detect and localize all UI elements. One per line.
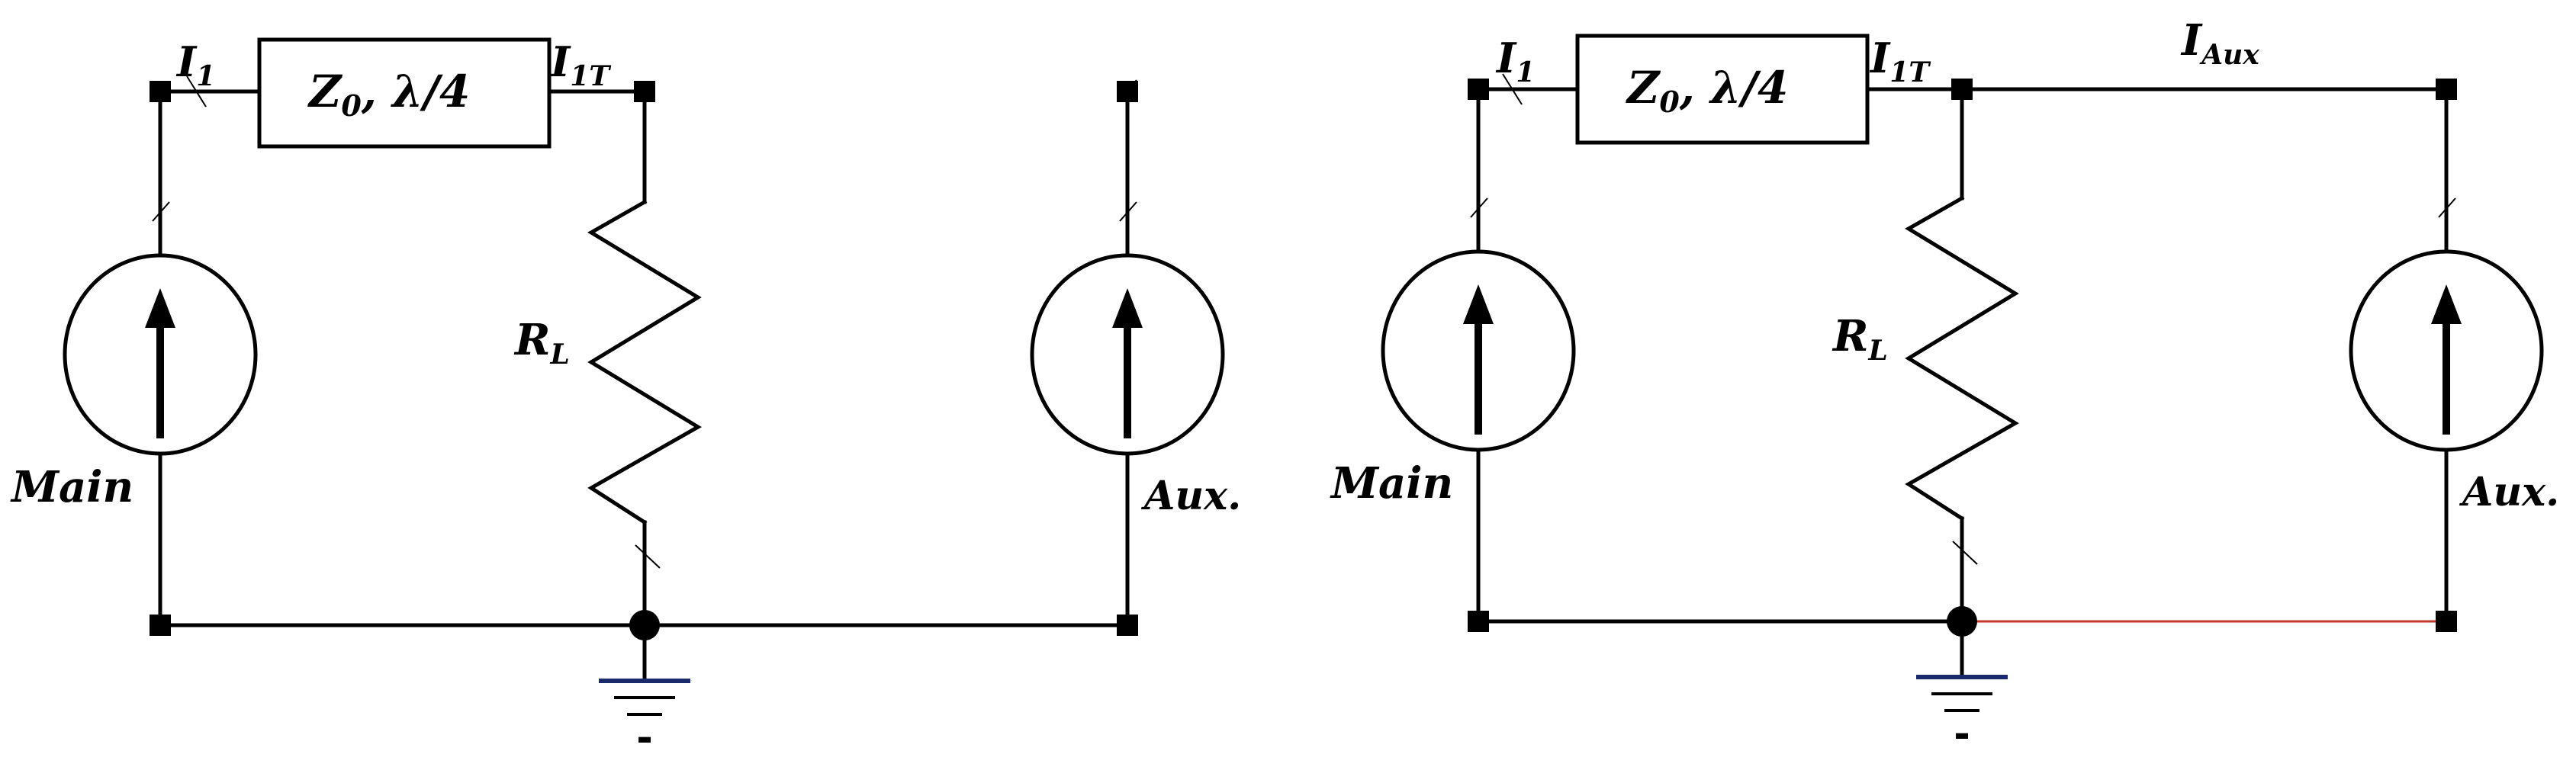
right-label-i1: I1 xyxy=(1495,34,1535,88)
left-node-aux-bottom xyxy=(1117,615,1138,636)
right-label-aux: Aux. xyxy=(2459,469,2559,515)
left-tick-mark xyxy=(635,544,661,569)
right-label-i1t: I1T xyxy=(1869,34,1931,88)
left-node-main-top xyxy=(150,81,171,102)
left-node-aux-top xyxy=(1117,81,1138,102)
left-node-main-bottom xyxy=(150,615,171,636)
left-main-arrow-head xyxy=(145,288,175,328)
left-label-line: Z0, λ/4 xyxy=(307,66,470,123)
right-main-arrow-head xyxy=(1463,284,1494,324)
right-node-main-bottom xyxy=(1468,611,1489,632)
left-load-resistor xyxy=(587,199,702,525)
left-label-aux: Aux. xyxy=(1140,473,1241,519)
left-label-i1: I1 xyxy=(175,37,215,92)
left-aux-arrow-head xyxy=(1112,288,1143,328)
left-tick-mark xyxy=(186,75,207,108)
left-label-main: Main xyxy=(10,462,133,512)
right-quarter-wave-line xyxy=(1575,34,1870,145)
left-circuit: - I1 Z0, λ/4 I1T RL Main Aux. xyxy=(10,37,1241,761)
left-quarter-wave-line xyxy=(257,37,552,149)
right-label-line: Z0, λ/4 xyxy=(1626,62,1788,119)
right-label-main: Main xyxy=(1330,458,1453,509)
right-label-rl: RL xyxy=(1832,311,1888,367)
right-node-main-top xyxy=(1468,79,1489,100)
right-node-load-top xyxy=(1951,79,1973,100)
right-node-aux-top xyxy=(2436,79,2457,100)
right-label-iaux: IAux xyxy=(2180,15,2259,71)
left-tick-mark xyxy=(1119,201,1137,222)
left-label-i1t: I1T xyxy=(549,37,611,92)
right-load-resistor xyxy=(1905,195,2019,521)
left-node-load-top xyxy=(634,81,655,102)
right-tick-mark xyxy=(1952,541,1978,565)
right-circuit: - I1 Z0, λ/4 I1T IAux RL Main Aux. xyxy=(1330,15,2559,757)
right-ground-minus: - xyxy=(1954,711,1970,757)
left-tick-mark xyxy=(152,201,170,222)
right-tick-mark xyxy=(1502,73,1523,105)
left-label-rl: RL xyxy=(513,315,570,371)
right-aux-arrow-head xyxy=(2431,284,2462,324)
right-tick-mark xyxy=(2438,197,2456,218)
right-node-aux-bottom xyxy=(2436,611,2457,632)
right-tick-mark xyxy=(1470,197,1488,218)
left-ground-minus: - xyxy=(636,715,653,761)
